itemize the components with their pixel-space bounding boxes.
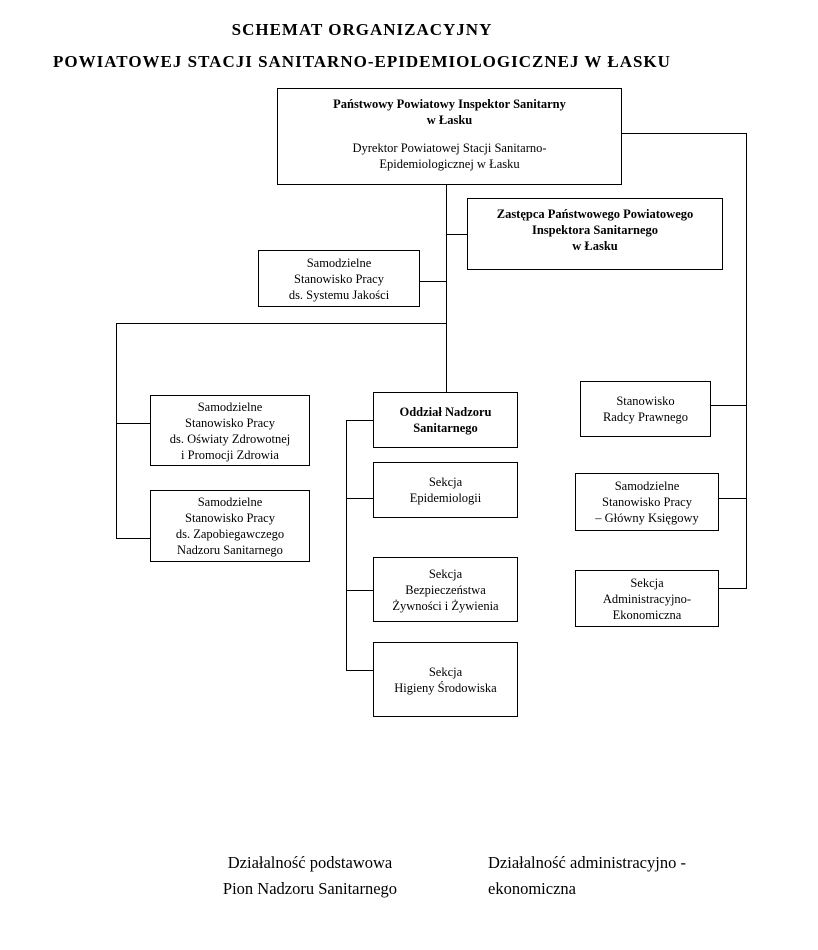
- food-safety-label: Sekcja Bezpieczeństwa Żywności i Żywieni…: [392, 566, 499, 613]
- accountant-label: Samodzielne Stanowisko Pracy – Główny Ks…: [595, 479, 699, 525]
- supervision-label: Oddział Nadzoru Sanitarnego: [399, 405, 492, 435]
- connector-to-accountant: [719, 498, 746, 499]
- box-legal-counsel: Stanowisko Radcy Prawnego: [580, 381, 711, 437]
- preventive-label: Samodzielne Stanowisko Pracy ds. Zapobie…: [175, 495, 285, 557]
- health-education-label: Samodzielne Stanowisko Pracy ds. Oświaty…: [169, 399, 291, 462]
- box-inspector: Państwowy Powiatowy Inspektor Sanitarny …: [277, 88, 622, 185]
- box-chief-accountant: Samodzielne Stanowisko Pracy – Główny Ks…: [575, 473, 719, 531]
- quality-label: Samodzielne Stanowisko Pracy ds. Systemu…: [288, 255, 390, 302]
- connector-left-rail: [116, 323, 117, 539]
- box-admin-economic: Sekcja Administracyjno- Ekonomiczna: [575, 570, 719, 627]
- connector-mid-rail: [346, 420, 347, 671]
- legend-primary-activity: Działalność podstawowa Pion Nadzoru Sani…: [222, 853, 398, 898]
- connector-left-branch: [116, 323, 446, 324]
- box-environment-hygiene: Sekcja Higieny Środowiska: [373, 642, 518, 717]
- box-deputy: Zastępca Państwowego Powiatowego Inspekt…: [467, 198, 723, 270]
- connector-right-rail: [746, 133, 747, 589]
- connector-to-supervision-stub: [346, 420, 373, 421]
- connector-to-health-education: [116, 423, 150, 424]
- connector-inspector-to-supervision: [446, 185, 447, 392]
- connector-right-branch: [622, 133, 747, 134]
- box-sanitary-supervision: Oddział Nadzoru Sanitarnego: [373, 392, 518, 448]
- connector-to-admin-economic: [719, 588, 746, 589]
- environment-label: Sekcja Higieny Środowiska: [394, 664, 497, 695]
- box-epidemiology: Sekcja Epidemiologii: [373, 462, 518, 518]
- admin-economic-label: Sekcja Administracyjno- Ekonomiczna: [602, 575, 692, 622]
- page-title-line-2: POWIATOWEJ STACJI SANITARNO-EPIDEMIOLOGI…: [53, 52, 671, 71]
- connector-to-environment: [346, 670, 373, 671]
- page-title-line-1: SCHEMAT ORGANIZACYJNY: [231, 20, 493, 39]
- deputy-label: Zastępca Państwowego Powiatowego Inspekt…: [496, 207, 694, 253]
- legend-admin-activity: Działalność administracyjno - ekonomiczn…: [488, 853, 686, 898]
- connector-to-food-safety: [346, 590, 373, 591]
- box-quality-system: Samodzielne Stanowisko Pracy ds. Systemu…: [258, 250, 420, 307]
- box-health-education: Samodzielne Stanowisko Pracy ds. Oświaty…: [150, 395, 310, 466]
- connector-to-preventive: [116, 538, 150, 539]
- inspector-subtitle: Dyrektor Powiatowej Stacji Sanitarno- Ep…: [352, 141, 547, 171]
- legal-label: Stanowisko Radcy Prawnego: [602, 394, 689, 424]
- box-food-safety: Sekcja Bezpieczeństwa Żywności i Żywieni…: [373, 557, 518, 622]
- box-preventive-supervision: Samodzielne Stanowisko Pracy ds. Zapobie…: [150, 490, 310, 562]
- epidemiology-label: Sekcja Epidemiologii: [409, 475, 482, 505]
- connector-to-deputy: [446, 234, 467, 235]
- connector-to-legal: [711, 405, 746, 406]
- connector-to-epidemiology: [346, 498, 373, 499]
- connector-to-quality: [420, 281, 446, 282]
- inspector-title: Państwowy Powiatowy Inspektor Sanitarny …: [333, 97, 566, 127]
